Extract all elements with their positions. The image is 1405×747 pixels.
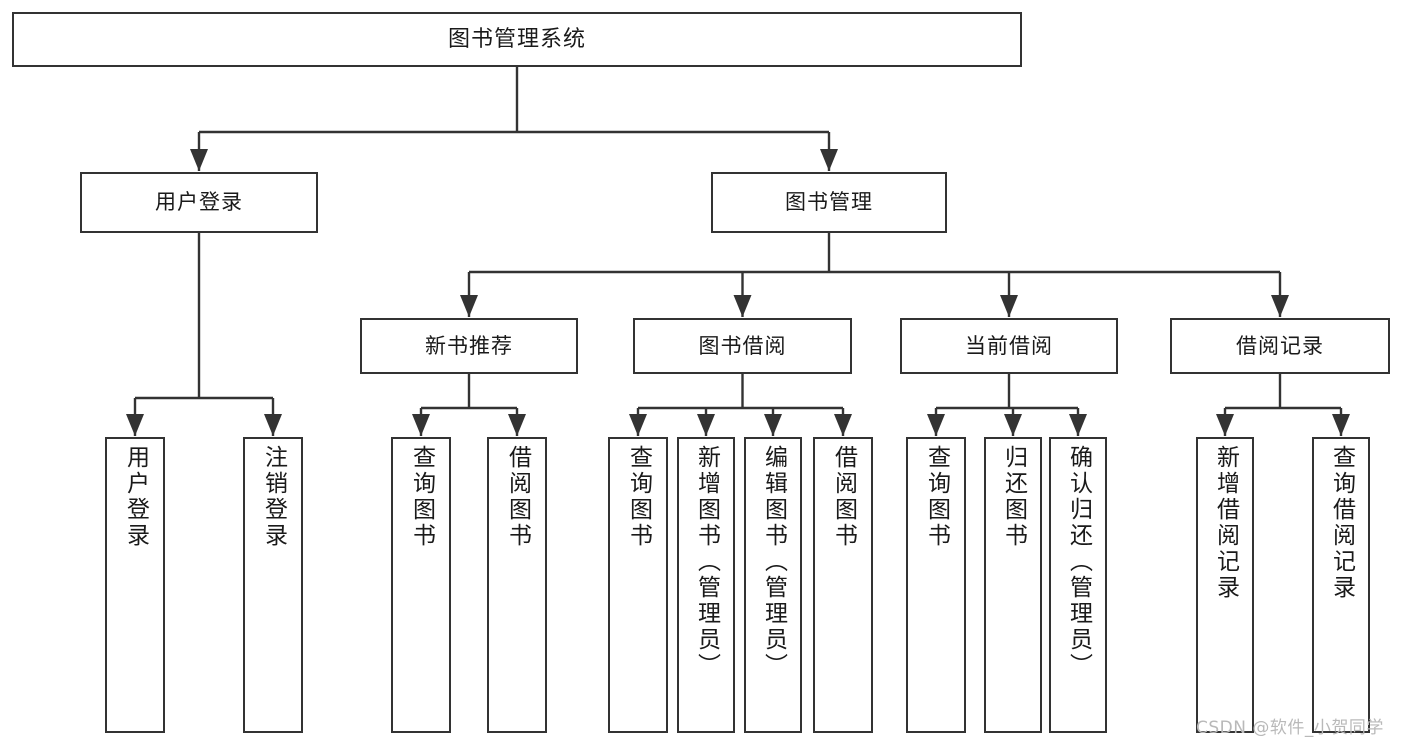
node-label: 新书推荐 xyxy=(425,333,513,358)
arrowhead-current xyxy=(1000,295,1018,317)
arrowhead-leaf-new-1 xyxy=(412,414,430,436)
node-label: 新增图书（管理员） xyxy=(693,445,720,679)
node-leaf-login-1[interactable]: 用户登录 xyxy=(105,437,165,733)
node-root[interactable]: 图书管理系统 xyxy=(12,12,1022,67)
arrowhead-leaf-cur-3 xyxy=(1069,414,1087,436)
node-leaf-login-2[interactable]: 注销登录 xyxy=(243,437,303,733)
node-label: 用户登录 xyxy=(122,445,149,549)
node-label: 借阅图书 xyxy=(504,445,531,549)
node-bookmgmt[interactable]: 图书管理 xyxy=(711,172,947,233)
node-label: 编辑图书（管理员） xyxy=(760,445,787,679)
node-label: 查询图书 xyxy=(625,445,652,549)
node-label: 查询借阅记录 xyxy=(1328,445,1355,601)
node-leaf-new-2[interactable]: 借阅图书 xyxy=(487,437,547,733)
node-label: 查询图书 xyxy=(923,445,950,549)
node-newbook[interactable]: 新书推荐 xyxy=(360,318,578,374)
node-leaf-bor-4[interactable]: 借阅图书 xyxy=(813,437,873,733)
node-leaf-rec-1[interactable]: 新增借阅记录 xyxy=(1196,437,1254,733)
arrowhead-leaf-cur-2 xyxy=(1004,414,1022,436)
node-label: 归还图书 xyxy=(1000,445,1027,549)
node-leaf-rec-2[interactable]: 查询借阅记录 xyxy=(1312,437,1370,733)
node-login[interactable]: 用户登录 xyxy=(80,172,318,233)
node-label: 图书管理 xyxy=(785,190,873,215)
arrowhead-leaf-new-2 xyxy=(508,414,526,436)
arrowhead-login xyxy=(190,149,208,171)
node-label: 当前借阅 xyxy=(965,333,1053,358)
arrowhead-newbook xyxy=(460,295,478,317)
arrowhead-leaf-cur-1 xyxy=(927,414,945,436)
node-label: 借阅图书 xyxy=(830,445,857,549)
arrowhead-leaf-rec-2 xyxy=(1332,414,1350,436)
node-leaf-cur-1[interactable]: 查询图书 xyxy=(906,437,966,733)
node-label: 图书借阅 xyxy=(698,333,787,358)
node-borrow[interactable]: 图书借阅 xyxy=(633,318,852,374)
node-label: 新增借阅记录 xyxy=(1212,445,1239,601)
node-records[interactable]: 借阅记录 xyxy=(1170,318,1390,374)
node-label: 注销登录 xyxy=(260,445,287,549)
arrowhead-leaf-login-2 xyxy=(264,414,282,436)
node-leaf-bor-2[interactable]: 新增图书（管理员） xyxy=(677,437,735,733)
arrowhead-leaf-rec-1 xyxy=(1216,414,1234,436)
node-leaf-new-1[interactable]: 查询图书 xyxy=(391,437,451,733)
arrowhead-leaf-bor-4 xyxy=(834,414,852,436)
node-current[interactable]: 当前借阅 xyxy=(900,318,1118,374)
node-leaf-cur-3[interactable]: 确认归还（管理员） xyxy=(1049,437,1107,733)
arrowhead-leaf-login-1 xyxy=(126,414,144,436)
arrowhead-leaf-bor-2 xyxy=(697,414,715,436)
node-label: 借阅记录 xyxy=(1236,333,1324,358)
arrowhead-records xyxy=(1271,295,1289,317)
node-label: 图书管理系统 xyxy=(447,26,586,52)
node-leaf-cur-2[interactable]: 归还图书 xyxy=(984,437,1042,733)
arrowhead-bookmgmt xyxy=(820,149,838,171)
arrowhead-leaf-bor-3 xyxy=(764,414,782,436)
node-label: 确认归还（管理员） xyxy=(1065,445,1092,679)
node-label: 用户登录 xyxy=(155,190,243,215)
node-leaf-bor-3[interactable]: 编辑图书（管理员） xyxy=(744,437,802,733)
arrowhead-leaf-bor-1 xyxy=(629,414,647,436)
node-leaf-bor-1[interactable]: 查询图书 xyxy=(608,437,668,733)
node-label: 查询图书 xyxy=(408,445,435,549)
arrowhead-borrow xyxy=(733,295,752,317)
